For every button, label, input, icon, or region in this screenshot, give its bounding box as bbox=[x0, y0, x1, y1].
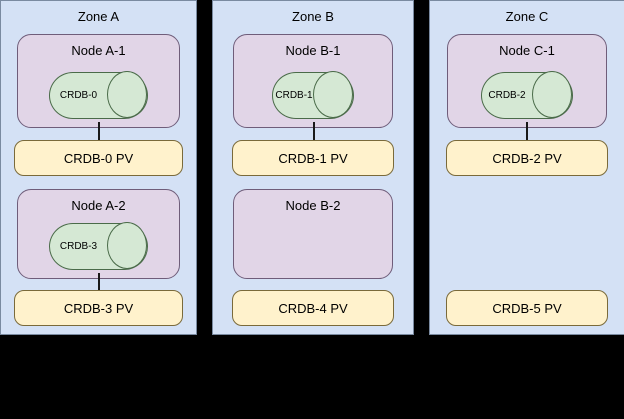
zone-container-a[interactable]: Zone A Node A-1 CRDB-0 CRDB-0 PV Node A-… bbox=[0, 0, 197, 335]
node-box-a-1[interactable]: Node A-1 CRDB-0 bbox=[17, 34, 180, 128]
pod-cylinder-crdb-1[interactable]: CRDB-1 bbox=[272, 71, 354, 119]
node-box-c-1[interactable]: Node C-1 CRDB-2 bbox=[447, 34, 607, 128]
cylinder-cap-icon bbox=[532, 71, 572, 118]
pv-label-crdb-3: CRDB-3 PV bbox=[63, 300, 134, 316]
pv-box-crdb-1[interactable]: CRDB-1 PV bbox=[232, 140, 394, 176]
pod-cylinder-crdb-0[interactable]: CRDB-0 bbox=[49, 71, 148, 119]
connector-line-crdb-3 bbox=[98, 273, 100, 291]
node-label-a-2: Node A-2 bbox=[71, 198, 126, 213]
cylinder-cap-icon bbox=[313, 71, 353, 118]
pod-label-crdb-3: CRDB-3 bbox=[59, 241, 98, 252]
pv-label-crdb-0: CRDB-0 PV bbox=[63, 150, 134, 166]
pv-label-crdb-5: CRDB-5 PV bbox=[492, 300, 562, 316]
pv-label-crdb-1: CRDB-1 PV bbox=[278, 150, 348, 166]
zone-label-b: Zone B bbox=[292, 9, 334, 24]
pod-label-crdb-0: CRDB-0 bbox=[59, 90, 98, 101]
node-box-b-2[interactable]: Node B-2 bbox=[233, 189, 393, 279]
node-label-b-1: Node B-1 bbox=[285, 43, 341, 58]
pv-box-crdb-0[interactable]: CRDB-0 PV bbox=[14, 140, 183, 176]
pv-box-crdb-5[interactable]: CRDB-5 PV bbox=[446, 290, 608, 326]
node-box-a-2[interactable]: Node A-2 CRDB-3 bbox=[17, 189, 180, 279]
cylinder-cap-icon bbox=[107, 222, 147, 269]
pv-label-crdb-2: CRDB-2 PV bbox=[492, 150, 562, 166]
zone-container-b[interactable]: Zone B Node B-1 CRDB-1 CRDB-1 PV Node B-… bbox=[212, 0, 414, 335]
cylinder-cap-icon bbox=[107, 71, 147, 118]
node-label-a-1: Node A-1 bbox=[71, 43, 126, 58]
pod-label-crdb-1: CRDB-1 bbox=[275, 90, 313, 101]
connector-line-crdb-2 bbox=[526, 122, 528, 141]
pv-box-crdb-4[interactable]: CRDB-4 PV bbox=[232, 290, 394, 326]
node-label-b-2: Node B-2 bbox=[285, 198, 341, 213]
pod-label-crdb-2: CRDB-2 bbox=[488, 90, 526, 101]
zone-label-c: Zone C bbox=[505, 9, 549, 24]
pv-label-crdb-4: CRDB-4 PV bbox=[278, 300, 348, 316]
connector-line-crdb-1 bbox=[313, 122, 315, 141]
zone-label-a: Zone A bbox=[77, 9, 120, 24]
node-label-c-1: Node C-1 bbox=[499, 43, 555, 58]
pod-cylinder-crdb-3[interactable]: CRDB-3 bbox=[49, 222, 148, 270]
node-box-b-1[interactable]: Node B-1 CRDB-1 bbox=[233, 34, 393, 128]
pv-box-crdb-3[interactable]: CRDB-3 PV bbox=[14, 290, 183, 326]
zone-container-c[interactable]: Zone C Node C-1 CRDB-2 CRDB-2 PV CRDB-5 … bbox=[429, 0, 624, 335]
pod-cylinder-crdb-2[interactable]: CRDB-2 bbox=[481, 71, 573, 119]
pv-box-crdb-2[interactable]: CRDB-2 PV bbox=[446, 140, 608, 176]
connector-line-crdb-0 bbox=[98, 122, 100, 141]
